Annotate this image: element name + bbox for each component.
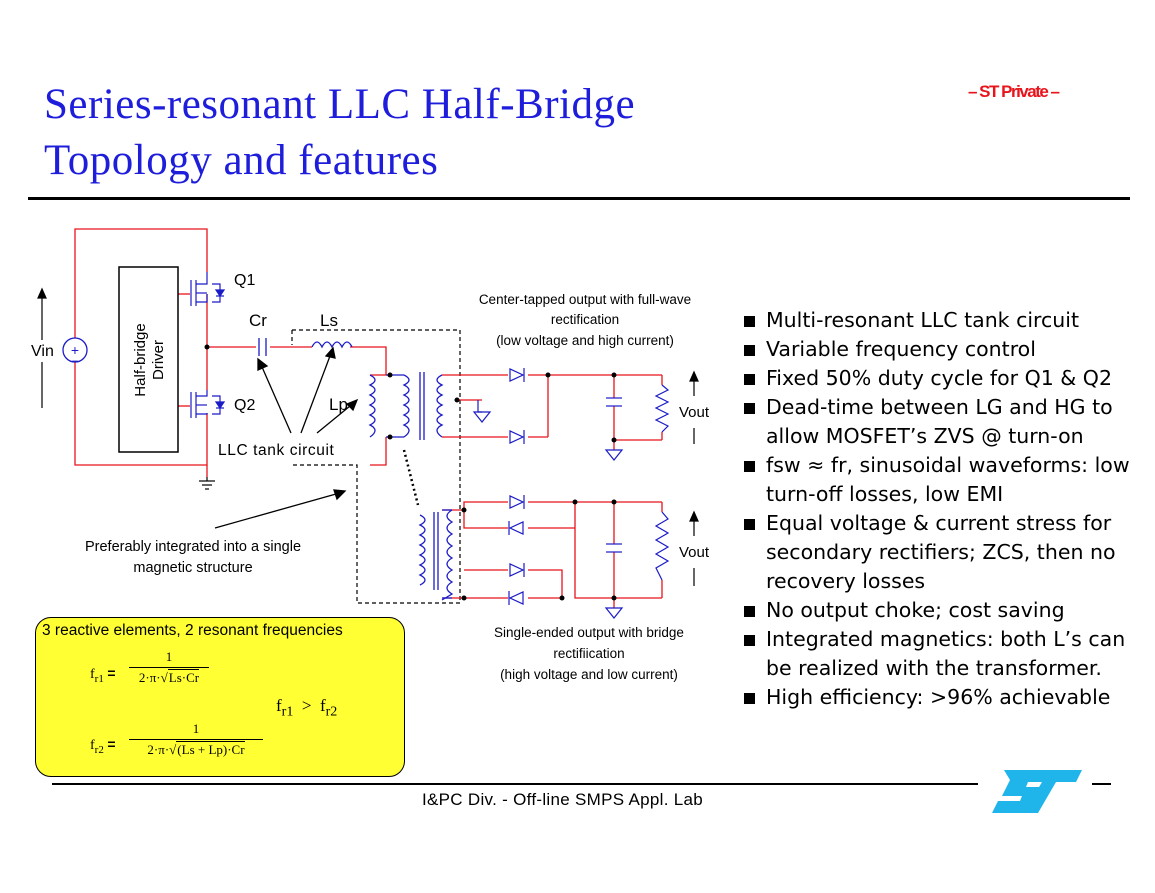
- page-title-line-1: Series-resonant LLC Half-Bridge: [44, 81, 636, 128]
- q1-label: Q1: [234, 272, 255, 289]
- secondary-transformer-icon: [418, 509, 454, 601]
- feature-item: High efficiency: >96% achievable: [744, 683, 1144, 712]
- footer-divider-left: [52, 783, 978, 785]
- feature-item: Equal voltage & current stress for secon…: [744, 509, 1144, 596]
- vout-bottom-label: Vout: [679, 544, 710, 561]
- title-divider: [28, 197, 1130, 200]
- feature-item: Multi-resonant LLC tank circuit: [744, 306, 1144, 335]
- ls-label: Ls: [320, 311, 338, 330]
- fr1-fraction: 1 2·π·√Ls·Cr: [129, 649, 209, 686]
- frequency-comparison: fr1 > fr2: [276, 696, 338, 720]
- formula-box-title: 3 reactive elements, 2 resonant frequenc…: [42, 622, 343, 639]
- feature-item: fsw ≈ fr, sinusoidal waveforms: low turn…: [744, 451, 1144, 509]
- bridge-note-line1: Single-ended output with bridge: [494, 625, 684, 640]
- vout-top-arrow-icon: [689, 370, 699, 444]
- integrated-note-line2: magnetic structure: [133, 560, 252, 576]
- center-tapped-note-line1: Center-tapped output with full-wave: [479, 292, 691, 307]
- bridge-diodes-icon: [508, 495, 670, 619]
- bridge-note-line2: rectifiication: [553, 646, 624, 661]
- q2-label: Q2: [234, 397, 255, 414]
- vout-top-label: Vout: [679, 404, 710, 421]
- st-logo-icon: [992, 770, 1082, 813]
- footer-divider-right: [1092, 783, 1111, 785]
- ls-inductor-icon: [311, 341, 353, 349]
- ground-primary: [199, 477, 215, 490]
- resonant-frequency-box: 3 reactive elements, 2 resonant frequenc…: [35, 617, 405, 777]
- fr2-lhs: fr2 =: [90, 736, 116, 756]
- llc-tank-label: LLC tank circuit: [218, 442, 335, 459]
- feature-item: Fixed 50% duty cycle for Q1 & Q2: [744, 364, 1144, 393]
- primary-wiring: [74, 228, 387, 477]
- fr1-lhs: fr1 =: [90, 665, 116, 685]
- vin-arrow-icon: [37, 287, 47, 408]
- classification-label: – ST Private –: [968, 82, 1060, 101]
- center-tapped-note-line3: (low voltage and high current): [496, 333, 674, 348]
- feature-item: No output choke; cost saving: [744, 596, 1144, 625]
- cr-label: Cr: [249, 311, 267, 330]
- vout-bottom-arrow-icon: [689, 510, 699, 586]
- feature-item: Variable frequency control: [744, 335, 1144, 364]
- cr-capacitor-icon: [258, 338, 267, 356]
- vin-source: + −: [62, 337, 88, 368]
- center-tapped-note-line2: rectification: [551, 312, 619, 327]
- footer-text: I&PC Div. - Off-line SMPS Appl. Lab: [422, 790, 704, 809]
- feature-item: Integrated magnetics: both L’s can be re…: [744, 625, 1144, 683]
- annotation-arrows: [214, 346, 359, 529]
- coupling-dotted-line: [402, 449, 420, 506]
- bridge-note-line3: (high voltage and low current): [500, 667, 678, 682]
- lp-label: Lp: [329, 395, 348, 414]
- half-bridge-driver-box: [118, 266, 179, 453]
- page-title-line-2: Topology and features: [44, 137, 439, 184]
- fr2-fraction: 1 2·π·√(Ls + Lp)·Cr: [129, 721, 263, 758]
- integrated-note-line1: Preferably integrated into a single: [85, 539, 301, 555]
- integrated-magnetics-outline: [292, 329, 461, 604]
- svg-text:+: +: [71, 342, 79, 358]
- q2-mosfet-icon: [190, 390, 226, 418]
- main-transformer-icon: [386, 372, 444, 440]
- driver-label-line2: Driver: [150, 340, 167, 380]
- bridge-secondary-wiring: [442, 501, 663, 608]
- svg-text:−: −: [71, 354, 78, 368]
- vin-label: Vin: [31, 343, 54, 360]
- features-list: Multi-resonant LLC tank circuit Variable…: [744, 306, 1144, 712]
- driver-label-line1: Half-bridge: [132, 323, 149, 396]
- lp-inductor-icon: [368, 374, 376, 438]
- q1-mosfet-icon: [190, 272, 226, 306]
- feature-item: Dead-time between LG and HG to allow MOS…: [744, 393, 1144, 451]
- rectifier-diodes-top: [472, 368, 670, 461]
